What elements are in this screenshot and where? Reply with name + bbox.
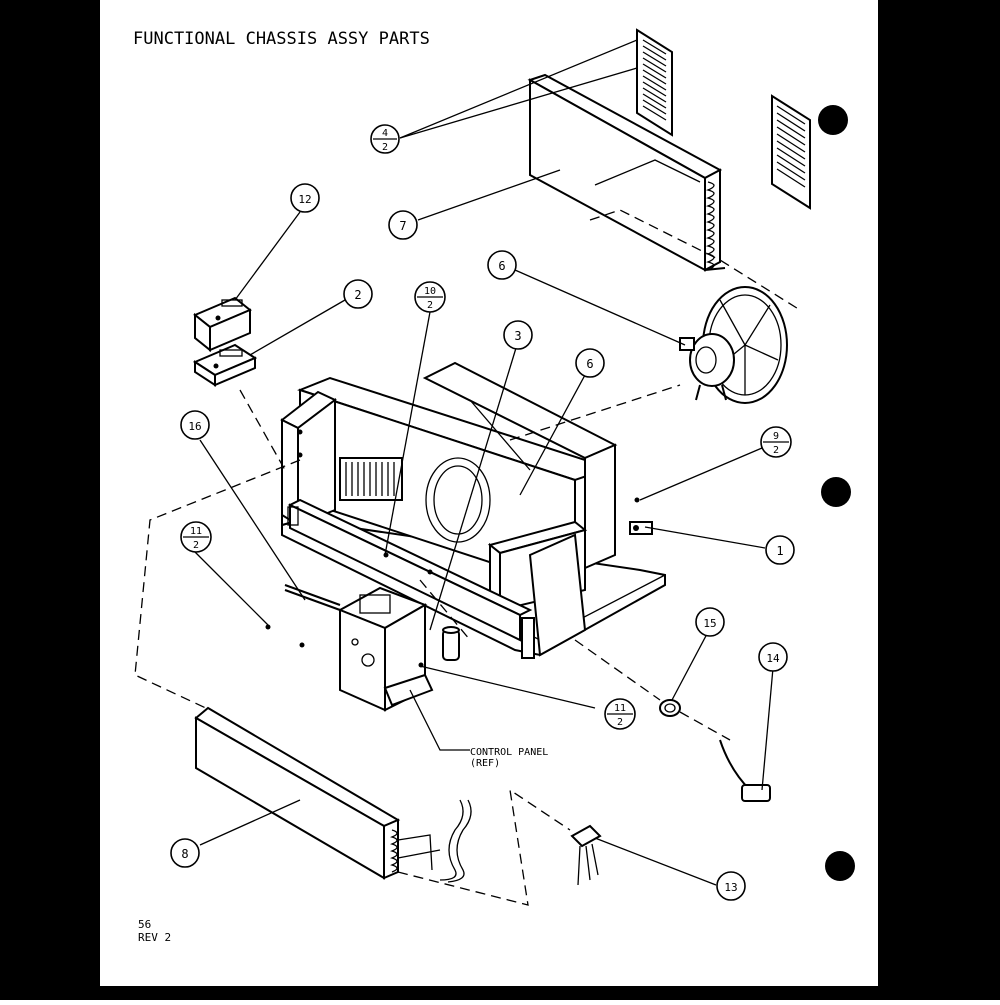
callout-11b-top: 11 [614,703,626,714]
callout-16-text: 16 [188,420,201,433]
callout-11a-bottom: 2 [193,540,199,551]
condenser-hidden-edge [594,159,701,186]
drain-tube-16 [284,584,341,611]
callout-13-text: 13 [724,881,737,894]
callout-15: 15 [695,607,725,637]
chassis-left-side-wall [280,390,337,527]
callout-10-over-2: 10 2 [414,281,446,313]
callout-2: 2 [343,279,373,309]
callout-3: 3 [503,320,533,350]
grommet-15 [659,699,681,717]
callout-16: 16 [180,410,210,440]
condenser-fan-and-motor [679,286,788,404]
condenser-grille-lower [771,94,811,210]
callout-11-over-2-left: 11 2 [180,521,212,553]
callout-14-text: 14 [766,652,780,665]
binder-hole-middle [821,477,851,507]
condenser-grille-upper [636,28,673,137]
bottom-black-edge [100,986,878,1000]
evaporator-coil [194,706,472,883]
left-black-margin [0,0,100,1000]
callout-12-text: 12 [298,193,311,206]
callout-11a-top: 11 [190,526,202,537]
control-escutcheon-upper [193,296,252,353]
callout-6-fan-text: 6 [498,259,505,273]
callout-8-text: 8 [181,847,188,861]
footer-page-number: 56 [138,918,151,931]
power-cord-14 [719,739,771,802]
callout-11-over-2-right: 11 2 [604,698,636,730]
control-panel-label: CONTROL PANEL [470,747,548,758]
callout-6-mid: 6 [575,348,605,378]
callout-7-text: 7 [399,219,406,233]
callout-2-text: 2 [354,288,361,302]
callout-9-top: 9 [773,431,779,442]
binder-hole-top [818,105,848,135]
run-capacitor [442,626,460,661]
footer-revision: REV 2 [138,931,171,944]
callout-15-text: 15 [703,617,716,630]
callout-14: 14 [758,642,788,672]
callout-6-mid-text: 6 [586,357,593,371]
chassis-divider-partition [487,520,588,657]
callout-9-over-2: 9 2 [760,426,792,458]
callout-1: 1 [765,535,795,565]
callout-1-text: 1 [776,544,783,558]
condenser-coil-assembly [527,73,726,272]
callout-4-over-2: 4 2 [370,124,400,154]
callout-7: 7 [388,210,418,240]
control-escutcheon-lower [192,343,258,387]
assembly-dashed-lines [134,209,801,906]
callout-9-bottom: 2 [773,445,779,456]
callout-11b-bottom: 2 [617,717,623,728]
callout-3-text: 3 [514,329,521,343]
control-panel-assembly [337,586,434,712]
callout-leader-lines [194,39,774,886]
diagram-title: FUNCTIONAL CHASSIS ASSY PARTS [133,29,430,49]
right-black-margin [878,0,1000,1000]
control-panel-ref: (REF) [470,758,500,769]
terminal-block-13 [570,824,602,886]
binder-hole-bottom [825,851,855,881]
callout-12: 12 [290,183,320,213]
callout-6-fan: 6 [487,250,517,280]
callout-4-top: 4 [382,128,388,139]
callout-10-bottom: 2 [427,300,433,311]
callout-13: 13 [716,871,746,901]
callout-10-top: 10 [424,286,436,297]
callout-8: 8 [170,838,200,868]
chassis-front-rail [287,498,535,659]
callout-4-bottom: 2 [382,142,388,153]
